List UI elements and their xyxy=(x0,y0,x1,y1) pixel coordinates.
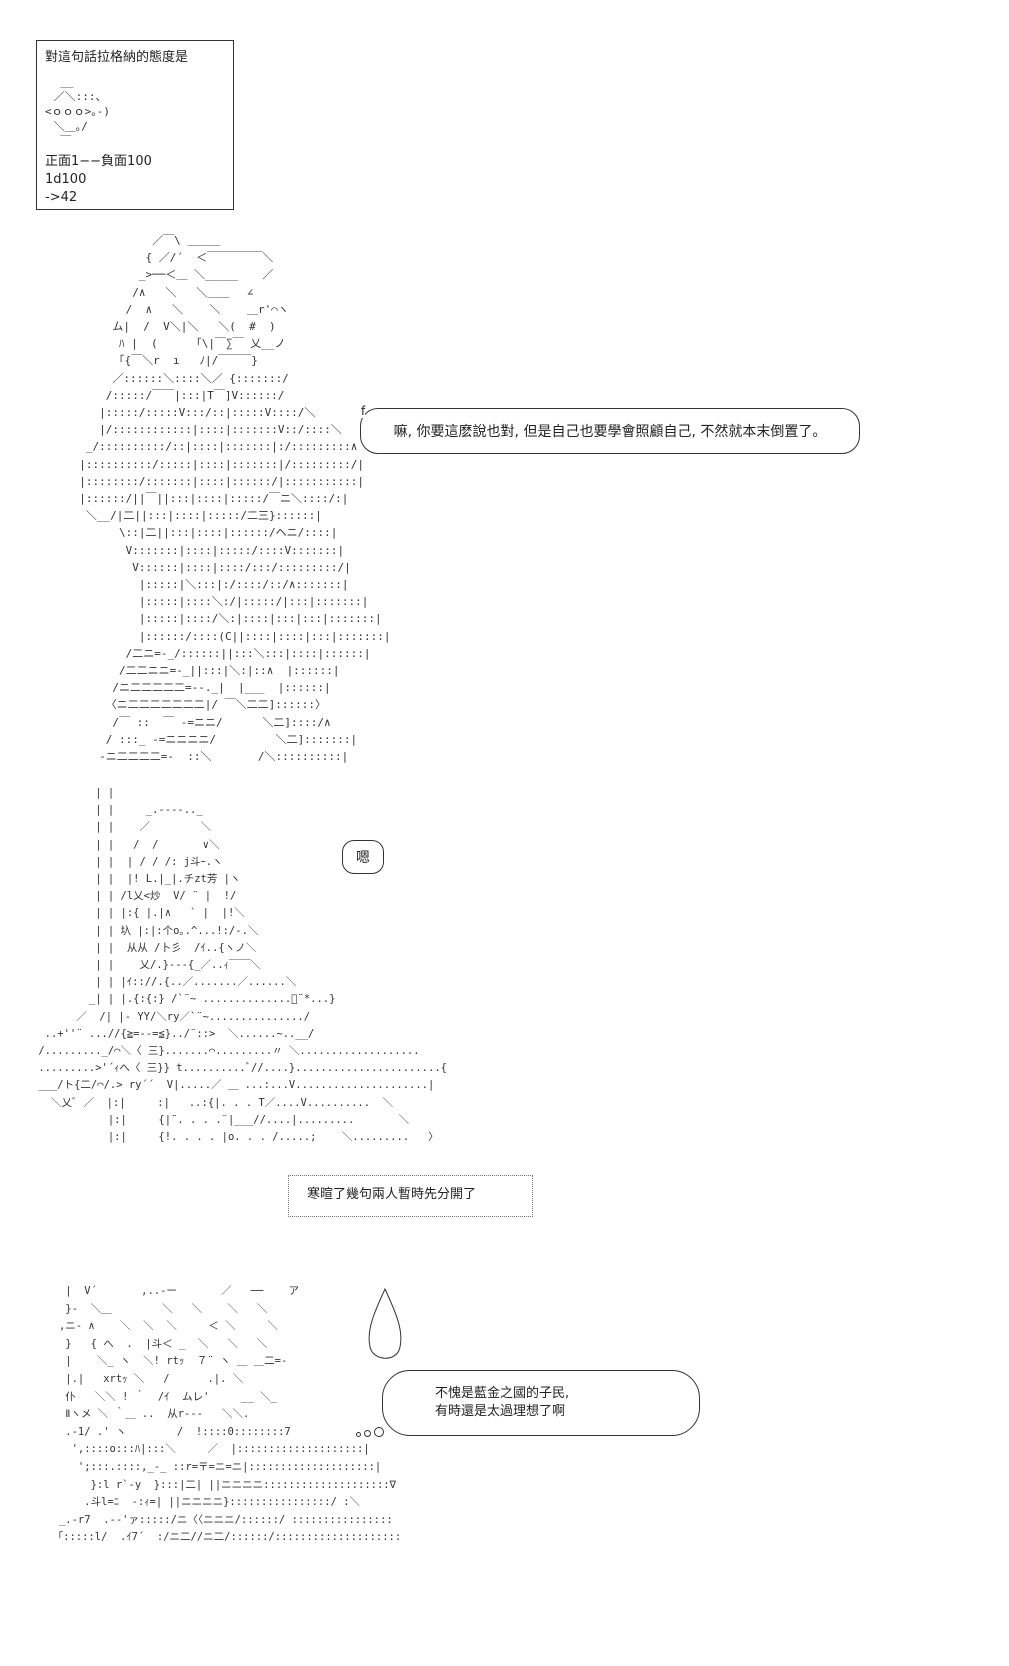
speech-bubble-long-mark: f xyxy=(361,404,366,418)
speech-bubble-long: 嘛, 你要這麽說也對, 但是自己也要學會照顧自己, 不然就本末倒置了。 xyxy=(360,408,860,454)
ascii-art-figure-seated: | | | | _.----.._ | | ／ ＼ | | / / ∨＼ | |… xyxy=(38,787,447,1144)
dice-face-art-line-4: ＼＿｡/ xyxy=(47,120,88,133)
thought-bubble: 不愧是藍金之國的子民, 有時還是太過理想了啊 xyxy=(382,1370,700,1436)
dice-range-label: 正面1−−負面100 xyxy=(45,154,152,169)
dice-face-art-line-1: __ xyxy=(47,75,74,88)
ascii-art-figure-standing: ／￣\ ＿＿＿ { ／/´ ＜￣￣￣￣￣＼ _>──＜＿ ＼_____ ／ /∧… xyxy=(79,234,391,764)
dice-face-art-line-5: ￣ xyxy=(47,135,72,148)
dice-face-art-line-2: ／＼:::、 xyxy=(47,90,107,103)
thought-bubble-line-2: 有時還是太過理想了啊 xyxy=(435,1404,566,1419)
flame-icon xyxy=(362,1285,408,1371)
thought-trail-dot-medium xyxy=(364,1430,371,1437)
thought-trail-dot-small xyxy=(356,1432,361,1437)
dice-result-label: ->42 xyxy=(45,190,78,205)
narration-text: 寒暄了幾句兩人暫時先分開了 xyxy=(307,1187,477,1202)
dice-roll-label: 1d100 xyxy=(45,172,87,187)
dice-box: 對這句話拉格納的態度是 __ ／＼:::、 <ｏｏｏ>｡-) ＼＿｡/ ￣ 正面… xyxy=(36,40,234,210)
thought-trail-dot-large xyxy=(374,1427,384,1437)
dice-face-art-line-3: <ｏｏｏ>｡-) xyxy=(45,105,110,118)
flame-icon-svg xyxy=(368,1287,402,1359)
dice-box-title: 對這句話拉格納的態度是 xyxy=(45,50,189,65)
thought-bubble-line-1: 不愧是藍金之國的子民, xyxy=(435,1386,570,1401)
speech-bubble-short-text: 嗯 xyxy=(356,850,370,866)
speech-bubble-long-text: 嘛, 你要這麽說也對, 但是自己也要學會照顧自己, 不然就本末倒置了。 xyxy=(393,424,827,440)
ascii-art-figure-pondering: | V´ ,..-ー ／ ── ア }‐ ＼＿ ＼ ＼ ＼ ＼ ,ニ- ∧ ＼ … xyxy=(52,1285,402,1544)
narration-box: 寒暄了幾句兩人暫時先分開了 xyxy=(288,1175,533,1217)
speech-bubble-short: 嗯 xyxy=(342,840,384,874)
